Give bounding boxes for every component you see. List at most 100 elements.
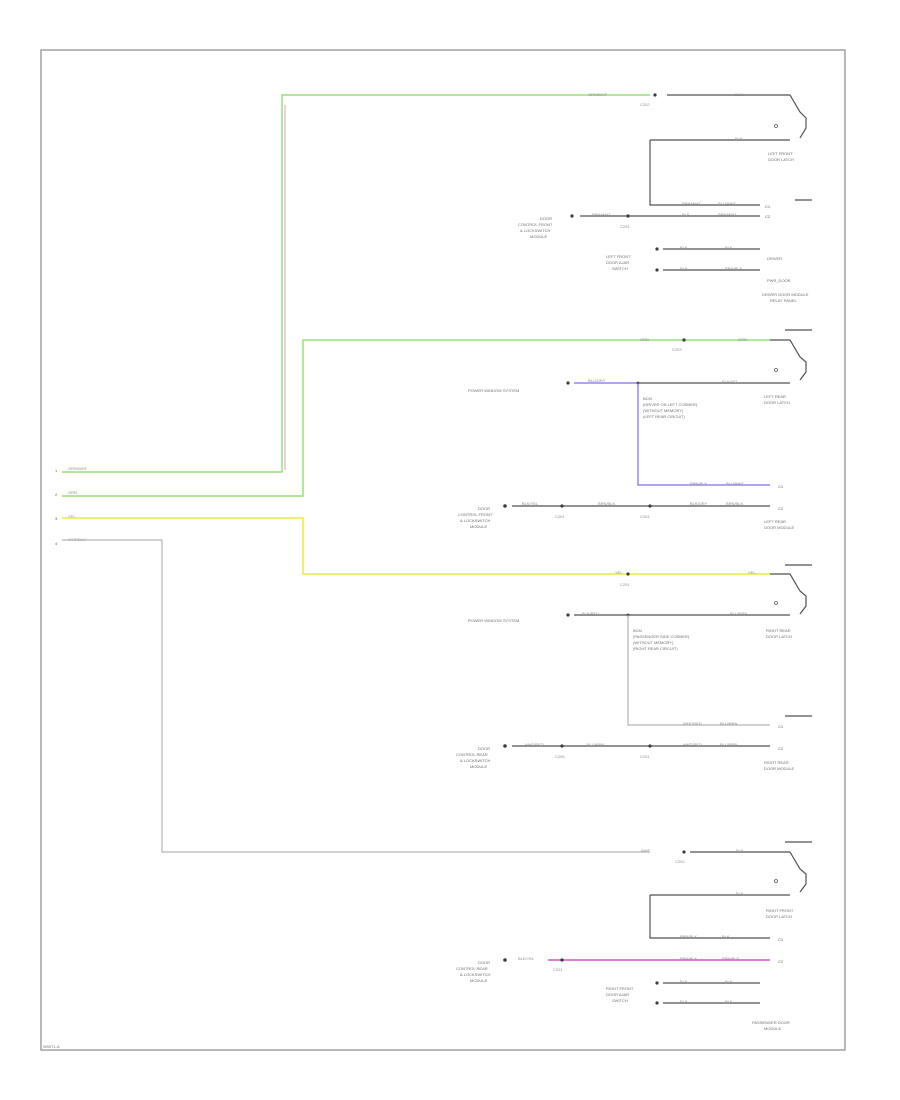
wire-label-w25: WHT/RED <box>683 742 702 747</box>
connector-pin <box>503 744 507 748</box>
wire-seg <box>627 615 770 726</box>
label-ajar1-2: DOOR AJAR <box>606 260 629 265</box>
wire-label-w14b: BLU/WHT <box>726 481 745 486</box>
label-left-rear-module-2: DOOR MODULE <box>764 525 795 530</box>
pin-num: C2 <box>765 214 771 219</box>
switch-symbol <box>770 573 807 615</box>
switch-symbol <box>789 94 807 139</box>
switch-symbol <box>770 339 807 381</box>
connector-c3: C203 <box>672 347 682 352</box>
label-left-rear-latch-2: DOOR LATCH <box>764 400 790 405</box>
wire-label-w8: BRN/WHT <box>718 212 737 217</box>
label-bcm2-4: (RIGHT REAR CIRCUIT) <box>633 646 678 651</box>
wire-label-w9b: GRN <box>640 337 649 342</box>
wire-label-w30: BLK <box>722 934 730 939</box>
wire-label-w2: BLK <box>735 92 743 97</box>
connector-pin <box>648 744 652 748</box>
section-left-rear: GRN C203 GRN POWER WINDOW SYSTEM BLU/GRY… <box>458 329 812 530</box>
label-dsm1-3: & LOCKSWITCH <box>520 228 551 233</box>
label-right-front-latch-2: DOOR LATCH <box>766 914 792 919</box>
label-passenger-door-module-1: PASSENGER DOOR <box>752 1020 790 1025</box>
connector-pin <box>655 268 659 272</box>
label-left-front-latch-1: LEFT FRONT <box>768 151 793 156</box>
section-right-rear: YEL C201 YEL POWER WINDOW SYSTEM BLK/RED… <box>456 564 812 771</box>
wire-label-w26: BLU/BRN <box>720 742 737 747</box>
connector-pin <box>570 214 574 218</box>
wire-label-w34: BLK <box>680 979 688 984</box>
label-right-rear-latch-2: DOOR LATCH <box>766 634 792 639</box>
label-driver-door-module-2: RELAY PANEL <box>770 298 797 303</box>
connector-c7: C205 <box>555 754 565 759</box>
wire-label-w1: GRN/WHT <box>588 92 608 97</box>
label-bcm2-1: BCM <box>633 628 642 633</box>
wire-label-w3: BLK <box>735 136 743 141</box>
label-bcm2-3: (WITHOUT MEMORY) <box>633 640 674 645</box>
pin-num: C1 <box>778 937 784 942</box>
connector-pin <box>560 958 564 962</box>
pin-4-number: 4 <box>55 541 58 546</box>
connector-c10: C201 <box>553 967 563 972</box>
label-right-front-latch-1: RIGHT FRONT <box>766 908 794 913</box>
wire-label-w18b: BRN/BLK <box>726 501 743 506</box>
label-dsm3-4: MODULE <box>470 764 487 769</box>
diagram-code: W0071-A <box>43 1044 60 1049</box>
wire-label-w15b: BLK/YEL <box>522 501 539 506</box>
wire-label-w11b: BLU/GRY <box>588 378 606 383</box>
pin-label: DRIVER <box>767 256 782 261</box>
connector-c5: C204 <box>640 514 650 519</box>
wire-trunk-4 <box>62 539 650 853</box>
connector-pin <box>560 744 564 748</box>
wire-label-w5: BLU/WHT <box>718 201 737 206</box>
connector-pin <box>682 850 686 854</box>
wire-label-w31: BLK/YEL <box>518 956 535 961</box>
label-bcm1-4: (LEFT REAR CIRCUIT) <box>643 414 686 419</box>
wire-seg <box>649 140 760 206</box>
trunk-wires <box>62 94 770 853</box>
pin-num: C1 <box>765 204 771 209</box>
connector-pin <box>626 214 630 218</box>
wire-label-w19: BLK/RED <box>582 611 599 616</box>
label-dsm3-2: CONTROL REAR <box>456 752 488 757</box>
wire-label-w33: BRN/BLK <box>722 956 739 961</box>
label-bcm1-3: (WITHOUT MEMORY) <box>643 408 684 413</box>
wire-label-w36: BLK <box>680 999 688 1004</box>
wire-label-w22: BLU/BRN <box>720 721 737 726</box>
switch-terminal <box>774 601 778 605</box>
label-right-rear-module-2: DOOR MODULE <box>764 766 795 771</box>
wire-label-w20: BLU/BRN <box>730 611 747 616</box>
wire-trunk-1 <box>62 94 650 473</box>
wire-label-w7: BLK <box>682 212 690 217</box>
connector-c2: C201 <box>620 224 630 229</box>
pin-label: PWR_DOOR <box>767 278 791 283</box>
connector-c9: C202 <box>675 859 685 864</box>
section-right-front: WHT C202 BLK BLK RIGHT FRONT DOOR LATCH … <box>456 841 812 1031</box>
label-power-window-system-2: POWER WINDOW SYSTEM <box>468 618 519 623</box>
connector-pin <box>503 504 507 508</box>
label-left-front-latch-2: DOOR LATCH <box>768 157 794 162</box>
wire-label-w17: YEL <box>615 570 623 575</box>
label-dsm4-4: MODULE <box>470 978 487 983</box>
pin-num: C1 <box>778 724 784 729</box>
wire-label-w10b: GRN <box>738 337 747 342</box>
label-dsm2-3: & LOCKSWITCH <box>460 518 491 523</box>
wire-label-w35: BLK <box>725 979 733 984</box>
label-power-window-system-1: POWER WINDOW SYSTEM <box>468 388 519 393</box>
pin-num: C1 <box>778 484 784 489</box>
wire-trunk-2 <box>62 339 770 497</box>
wire-label-w28: BLK <box>736 891 744 896</box>
wire-label-w9: BLK <box>680 245 688 250</box>
pin-2-wire: GRN <box>68 490 77 495</box>
label-bcm2-2: (PASSENGER SIDE CORNER) <box>633 634 690 639</box>
wire-label-w6: BRN/WHT <box>592 212 611 217</box>
pin-num: C2 <box>778 959 784 964</box>
wire-label-w12b: BLK/YEL <box>722 379 739 384</box>
wire-trunk-3 <box>62 517 770 575</box>
label-ajar2-1: RIGHT FRONT <box>606 986 634 991</box>
connector-pin <box>566 613 570 617</box>
label-bcm1-1: BCM <box>643 396 652 401</box>
switch-terminal <box>774 368 778 372</box>
pin-3-wire: YEL <box>68 514 76 519</box>
connector-pin <box>626 572 630 576</box>
label-dsm4-1: DOOR <box>478 960 490 965</box>
